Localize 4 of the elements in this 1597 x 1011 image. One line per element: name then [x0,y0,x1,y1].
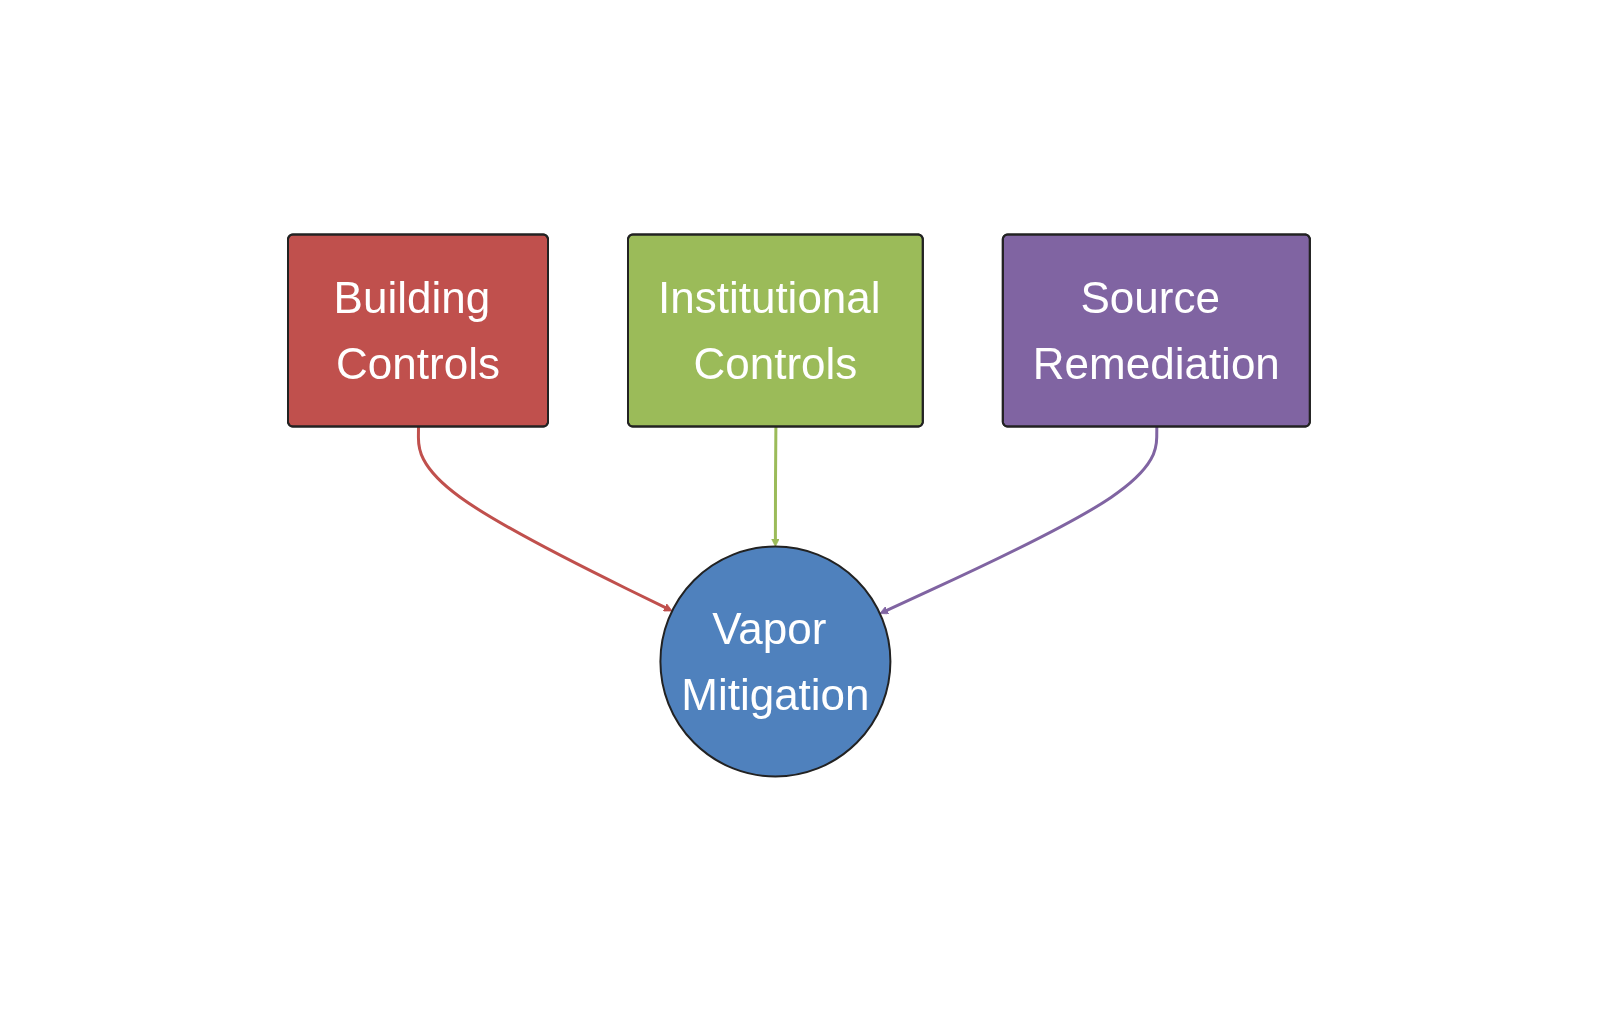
arrow [416,427,673,612]
arrow [770,427,780,547]
arrow [879,427,1158,615]
node-circle: Vapor Mitigation [659,545,891,778]
